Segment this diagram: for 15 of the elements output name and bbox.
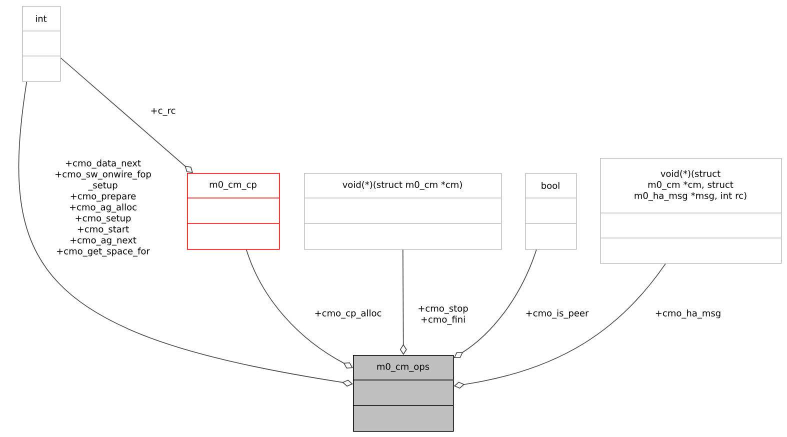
edge-label: +c_rc: [151, 108, 176, 116]
edge-label: +cmo_ha_msg: [656, 310, 720, 318]
class-box: m0_cm_cp: [186, 173, 280, 250]
class-box: void(*)(struct m0_cm *cm, struct m0_ha_msg *msg, int rc): [600, 158, 782, 264]
class-box: bool: [524, 173, 577, 250]
class-box: void(*)(struct m0_cm *cm): [304, 173, 502, 250]
class-box: m0_cm_ops: [352, 355, 454, 432]
edge-label: +cmo_is_peer: [526, 310, 589, 318]
edge-label: +cmo_data_next +cmo_sw_onwire_fop _setup +cmo_prepare +cmo_ag_alloc +cmo_setup +cmo_start +cmo_ag_next +cmo_get_space_for: [56, 160, 151, 256]
edge-label: +cmo_cp_alloc: [315, 310, 382, 318]
aggregation-arrow: [60, 58, 193, 173]
aggregation-arrow: [400, 249, 407, 355]
class-box: int: [22, 6, 61, 82]
edge-label: +cmo_stop +cmo_fini: [418, 305, 468, 325]
aggregation-arrow: [18, 81, 353, 387]
